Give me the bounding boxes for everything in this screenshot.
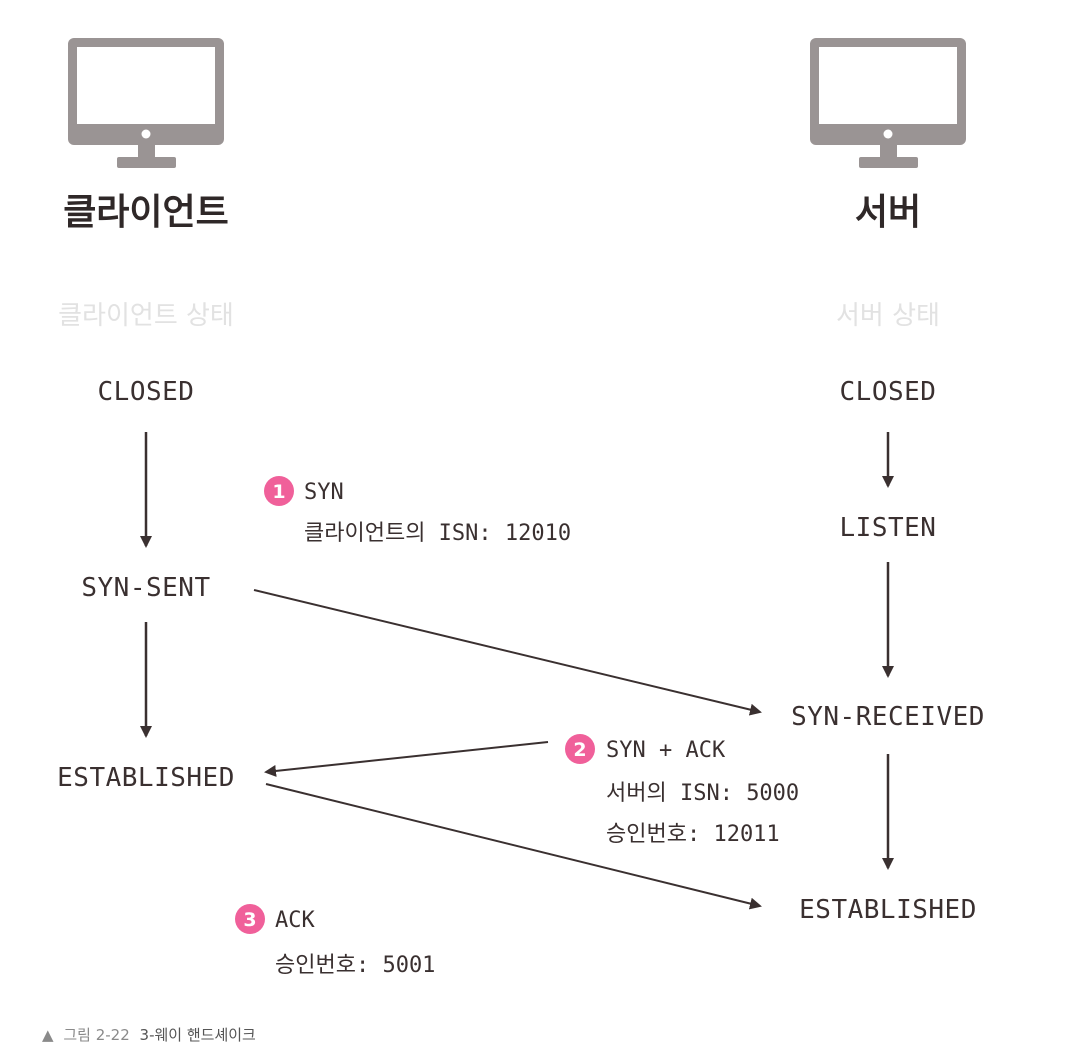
step-badge-2 <box>565 734 595 764</box>
message-syn-ack-label: SYN + ACK <box>606 738 726 763</box>
step-badge-2-number: 2 <box>573 739 586 761</box>
message-syn-ack-server-isn: 서버의 ISN: 5000 <box>606 781 799 806</box>
message-ack: 3 ACK 승인번호: 5001 <box>235 904 435 978</box>
client-monitor-icon <box>68 38 224 168</box>
step-badge-1-number: 1 <box>272 481 285 503</box>
caption-title: 3-웨이 핸드셰이크 <box>140 1026 256 1044</box>
client-title: 클라이언트 <box>63 192 229 233</box>
message-syn-ack: 2 SYN + ACK 서버의 ISN: 5000 승인번호: 12011 <box>565 734 799 847</box>
arrow-ack <box>265 783 762 910</box>
client-state-header: 클라이언트 상태 <box>58 301 234 331</box>
step-badge-1 <box>264 476 294 506</box>
client-state-established: ESTABLISHED <box>57 763 235 793</box>
server-state-closed: CLOSED <box>840 377 937 407</box>
caption-prefix: 그림 2-22 <box>63 1026 129 1044</box>
step-badge-3-number: 3 <box>243 909 256 931</box>
arrow-syn-ack <box>264 741 549 777</box>
message-ack-label: ACK <box>275 908 315 933</box>
client-state-syn-sent: SYN-SENT <box>81 573 210 603</box>
server-monitor-icon <box>810 38 966 168</box>
arrow-syn <box>253 589 762 716</box>
figure-caption: ▲ 그림 2-22 3-웨이 핸드셰이크 <box>42 1026 256 1044</box>
message-syn-client-isn: 클라이언트의 ISN: 12010 <box>304 521 571 546</box>
message-syn: 1 SYN 클라이언트의 ISN: 12010 <box>264 476 571 546</box>
message-syn-label: SYN <box>304 480 344 505</box>
server-state-established: ESTABLISHED <box>799 895 977 925</box>
message-syn-ack-ack-number: 승인번호: 12011 <box>606 822 780 847</box>
step-badge-3 <box>235 904 265 934</box>
server-state-header: 서버 상태 <box>836 301 940 331</box>
client-state-closed: CLOSED <box>98 377 195 407</box>
server-state-syn-received: SYN-RECEIVED <box>791 702 985 732</box>
message-ack-ack-number: 승인번호: 5001 <box>275 953 435 978</box>
caption-marker: ▲ <box>42 1026 54 1044</box>
server-state-listen: LISTEN <box>840 513 937 543</box>
server-title: 서버 <box>855 192 921 233</box>
